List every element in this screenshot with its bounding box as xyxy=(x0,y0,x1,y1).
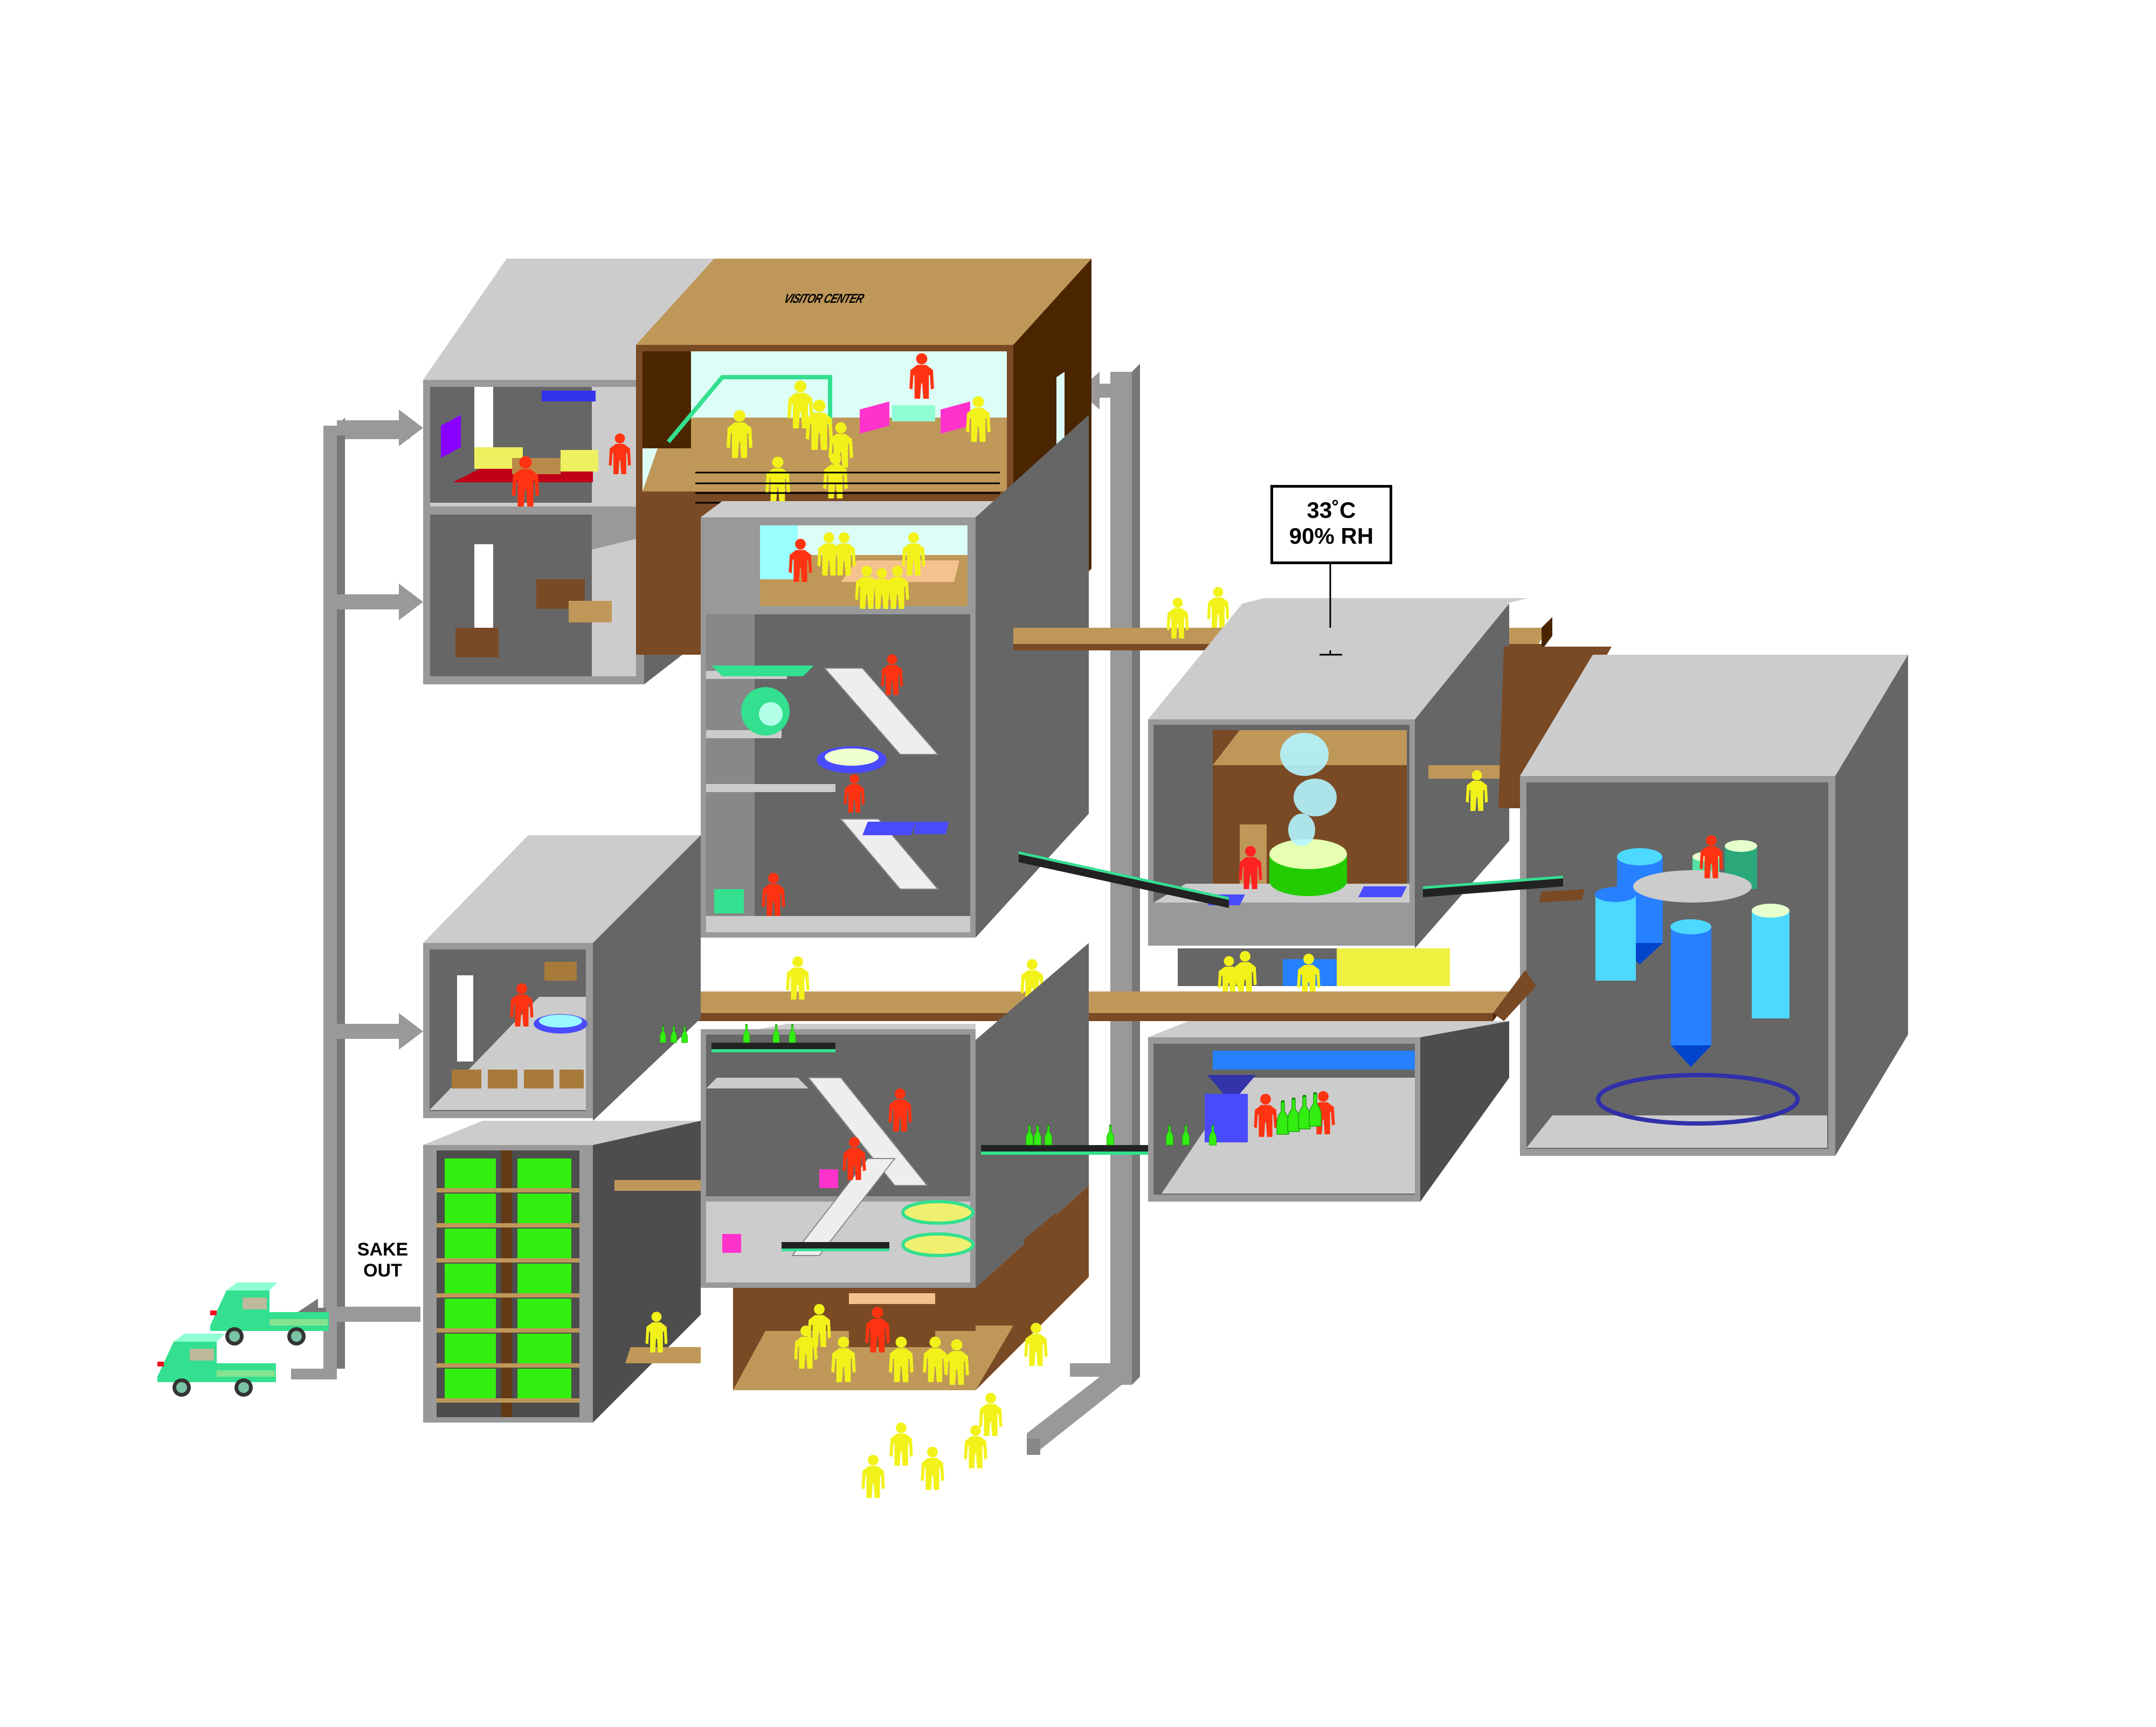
truck-icon xyxy=(157,1334,276,1397)
steam-plume-icon xyxy=(1280,733,1337,846)
koji-label-leader xyxy=(1319,563,1342,656)
arriving-visitors xyxy=(861,1392,1003,1498)
koji-room-module xyxy=(1148,598,1612,997)
stairs xyxy=(823,668,939,890)
humidity-value: 90% RH xyxy=(1289,523,1374,549)
bottle-washing-module xyxy=(423,835,701,1121)
visitor-center-label: VISITOR CENTER xyxy=(782,292,866,306)
sake-out-pipe xyxy=(323,1307,420,1322)
arrow-to-bottle-washing xyxy=(337,1013,423,1050)
rice-processing-tower xyxy=(701,415,1089,938)
arrow-to-residence-upper xyxy=(337,410,423,446)
bottle-crates xyxy=(452,962,584,1088)
rice-hopper xyxy=(711,665,814,676)
bottle-conveyor xyxy=(711,1043,835,1049)
pressing-filling-module xyxy=(1148,1021,1509,1202)
wall-art xyxy=(441,415,461,458)
shop-module xyxy=(614,1180,1089,1498)
truck-icon xyxy=(210,1282,329,1345)
bottle-storage-module xyxy=(423,1121,701,1423)
temperature-value: 33˚C xyxy=(1307,497,1356,523)
koji-room-condition-label: 33˚C 90% RH xyxy=(1270,485,1392,564)
fermentation-hall-module xyxy=(1520,655,1908,1156)
spiral-bottle-conveyor xyxy=(901,1200,975,1225)
sake-out-label: SAKE OUT xyxy=(350,1239,415,1281)
bottling-module xyxy=(701,943,1218,1288)
conveyor-belt xyxy=(1019,851,1563,908)
sake-out-label-line2: OUT xyxy=(363,1260,402,1281)
sake-out-label-line1: SAKE xyxy=(357,1239,409,1260)
delivery-trucks xyxy=(157,1282,329,1397)
rice-steamer xyxy=(1269,839,1347,896)
arrow-to-residence-lower xyxy=(337,584,423,620)
